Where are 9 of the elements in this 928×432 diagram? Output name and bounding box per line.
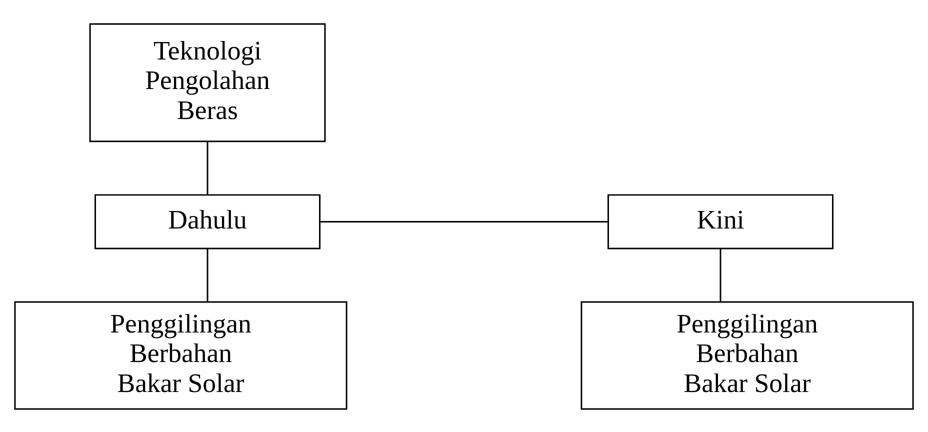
- node-box: Penggilingan Berbahan Bakar Solar: [580, 300, 914, 410]
- connector: [206, 141, 208, 194]
- connector: [720, 248, 722, 302]
- node-box: Kini: [607, 194, 834, 249]
- node-box: Dahulu: [94, 194, 321, 249]
- node-box: Penggilingan Berbahan Bakar Solar: [14, 300, 348, 410]
- connector: [206, 248, 208, 302]
- connector: [320, 220, 608, 222]
- node-box: Teknologi Pengolahan Beras: [89, 22, 326, 142]
